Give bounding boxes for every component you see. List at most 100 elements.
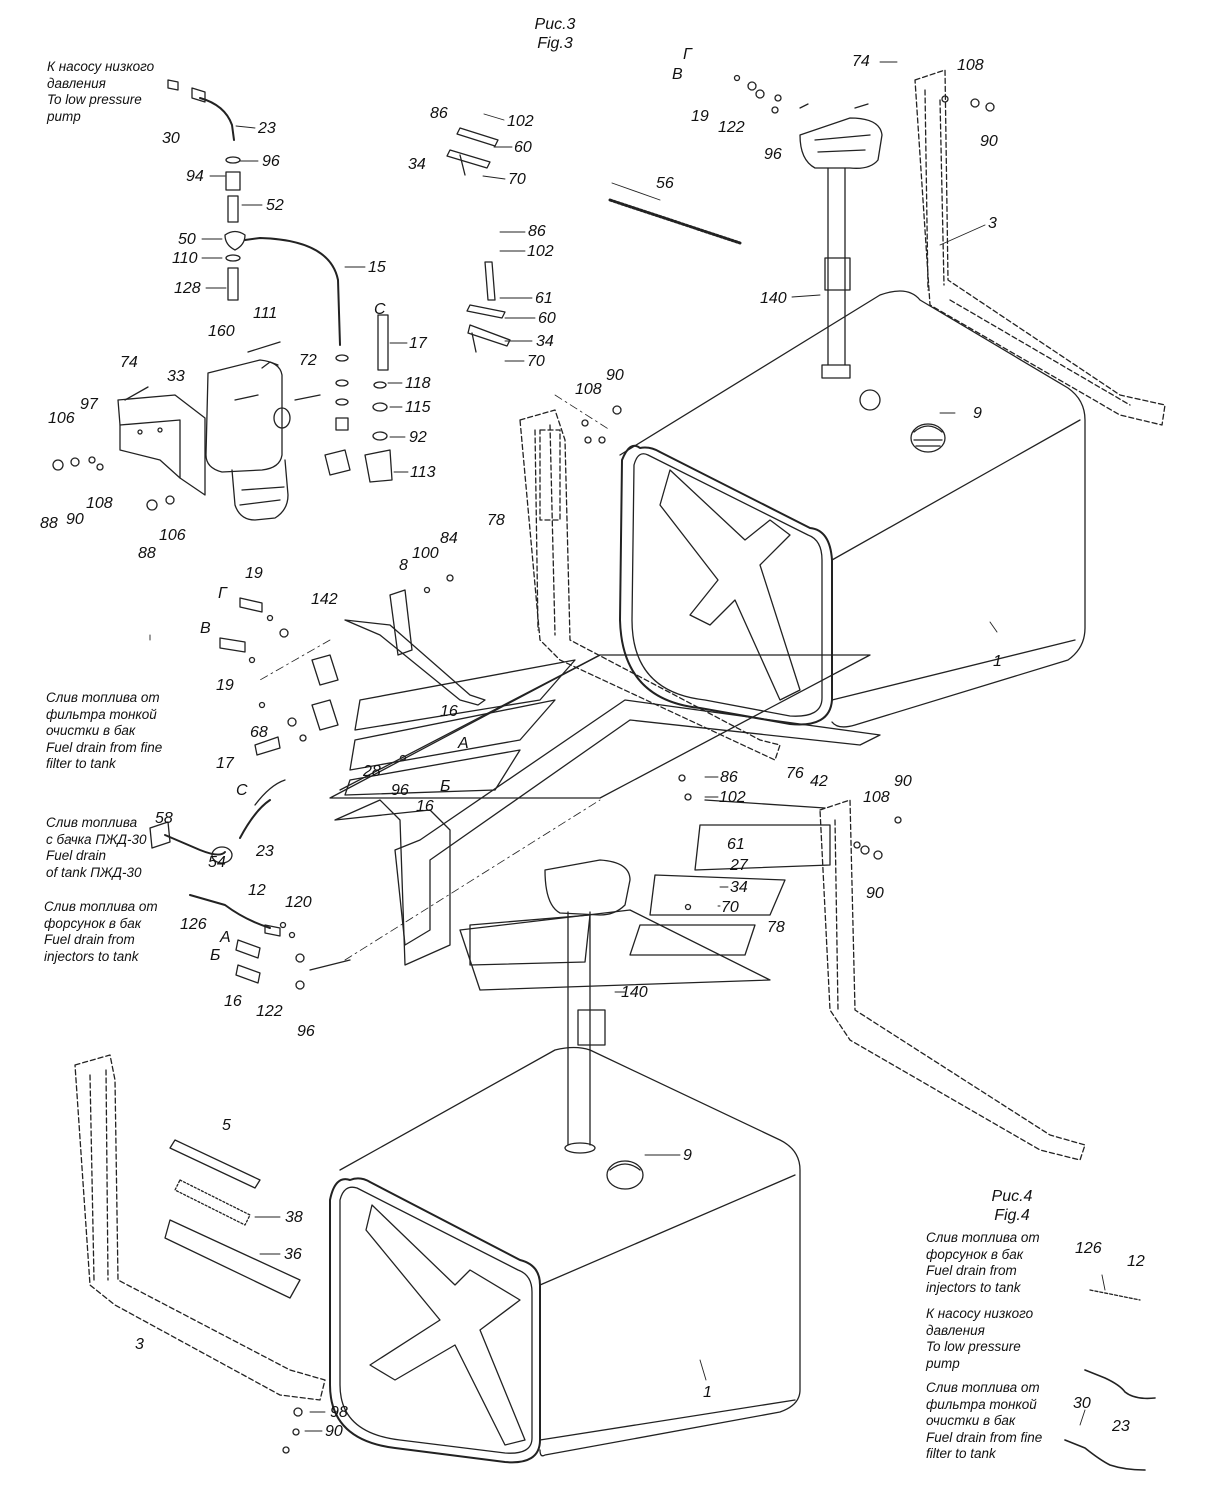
figure-title-3: Рис.3 Fig.3 bbox=[515, 15, 595, 53]
caption-injectors-drain-fig4: Слив топлива от форсунок в бак Fuel drai… bbox=[926, 1230, 1040, 1296]
part-callout: 94 bbox=[186, 168, 204, 185]
fuel-level-sender-upper bbox=[799, 103, 883, 379]
caption-line: Слив топлива от bbox=[926, 1380, 1040, 1395]
caption-line: filter to tank bbox=[926, 1446, 996, 1461]
part-callout: 19 bbox=[216, 677, 234, 694]
figure-title-3-ru: Рис.3 bbox=[534, 16, 576, 33]
part-callout: 16 bbox=[440, 703, 458, 720]
part-callout: Г bbox=[683, 46, 692, 63]
part-callout: 23 bbox=[256, 843, 274, 860]
caption-line: Fuel drain bbox=[46, 848, 107, 863]
caption-line: Fuel drain from bbox=[926, 1263, 1017, 1278]
part-callout: 15 bbox=[368, 259, 386, 276]
part-callout: 27 bbox=[730, 857, 748, 874]
caption-fine-filter-drain-fig4: Слив топлива от фильтра тонкой очистки в… bbox=[926, 1380, 1042, 1463]
caption-line: To low pressure bbox=[926, 1339, 1021, 1354]
part-callout: 30 bbox=[162, 130, 180, 147]
caption-low-pressure-pump-fig4: К насосу низкого давления To low pressur… bbox=[926, 1306, 1033, 1372]
tank-bracket-upper-right bbox=[914, 69, 1166, 426]
part-callout: 126 bbox=[1075, 1240, 1102, 1257]
fig4-fittings bbox=[1064, 1289, 1156, 1471]
part-callout: 38 bbox=[285, 1209, 303, 1226]
part-callout: 126 bbox=[180, 916, 207, 933]
part-callout: 96 bbox=[391, 782, 409, 799]
part-callout: C bbox=[236, 782, 248, 799]
caption-line: pump bbox=[47, 108, 81, 124]
part-callout: 34 bbox=[730, 879, 748, 896]
part-callout: 70 bbox=[508, 171, 526, 188]
part-callout: 88 bbox=[40, 515, 58, 532]
centerlines bbox=[259, 394, 611, 961]
part-callout: 1 bbox=[703, 1384, 712, 1401]
part-callout: 100 bbox=[412, 545, 439, 562]
part-callout: Б bbox=[440, 778, 451, 795]
part-callout: 96 bbox=[262, 153, 280, 170]
part-callout: 60 bbox=[538, 310, 556, 327]
fuel-level-sender-lower bbox=[544, 859, 631, 1154]
part-callout: 108 bbox=[575, 381, 602, 398]
caption-line: of tank ПЖД-30 bbox=[46, 864, 142, 880]
straps-lower bbox=[164, 1139, 301, 1299]
part-callout: 142 bbox=[311, 591, 338, 608]
caption-low-pressure-pump: К насосу низкого давления To low pressur… bbox=[47, 59, 154, 125]
part-callout: 23 bbox=[1112, 1418, 1130, 1435]
part-callout: 17 bbox=[216, 755, 234, 772]
part-callout: 54 bbox=[208, 854, 226, 871]
pipe-chain-filter bbox=[167, 79, 393, 483]
part-callout: 50 bbox=[178, 231, 196, 248]
part-callout: 19 bbox=[245, 565, 263, 582]
part-callout: 68 bbox=[250, 724, 268, 741]
caption-line: форсунок в бак bbox=[44, 915, 142, 931]
part-callout: 17 bbox=[409, 335, 427, 352]
part-callout: 30 bbox=[1073, 1395, 1091, 1412]
caption-pzhd-tank-drain: Слив топлива с бачка ПЖД-30 Fuel drain o… bbox=[46, 815, 147, 881]
part-callout: В bbox=[200, 620, 211, 637]
part-callout: 102 bbox=[507, 113, 534, 130]
caption-line: Слив топлива от bbox=[926, 1230, 1040, 1245]
part-callout: 33 bbox=[167, 368, 185, 385]
part-callout: 96 bbox=[764, 146, 782, 163]
part-callout: 78 bbox=[767, 919, 785, 936]
part-callout: 115 bbox=[405, 399, 431, 416]
part-callout: 90 bbox=[325, 1423, 343, 1440]
part-callout: 122 bbox=[256, 1003, 283, 1020]
filter-mounting-hardware bbox=[52, 386, 175, 511]
part-callout: 84 bbox=[440, 530, 458, 547]
caption-line: давления bbox=[926, 1322, 985, 1338]
part-callout: 9 bbox=[973, 405, 982, 422]
caption-line: Слив топлива bbox=[46, 815, 138, 830]
part-callout: 111 bbox=[253, 305, 278, 322]
part-callout: 140 bbox=[760, 290, 787, 307]
part-callout: 102 bbox=[527, 243, 554, 260]
part-callout: 106 bbox=[48, 410, 75, 427]
part-callout: 9 bbox=[683, 1147, 692, 1164]
part-callout: 90 bbox=[66, 511, 84, 528]
part-callout: 140 bbox=[621, 984, 648, 1001]
part-callout: 90 bbox=[894, 773, 912, 790]
part-callout: 128 bbox=[174, 280, 201, 297]
part-callout: 90 bbox=[606, 367, 624, 384]
part-callout: В bbox=[672, 66, 683, 83]
caption-line: К насосу низкого bbox=[926, 1306, 1034, 1321]
part-callout: Б bbox=[210, 947, 221, 964]
part-callout: 96 bbox=[297, 1023, 315, 1040]
part-callout: 28 bbox=[363, 763, 381, 780]
figure-title-3-en: Fig.3 bbox=[537, 35, 573, 52]
part-callout: 78 bbox=[487, 512, 505, 529]
part-callout: 108 bbox=[863, 789, 890, 806]
part-callout: А bbox=[220, 929, 231, 946]
fine-filter-assembly bbox=[205, 359, 291, 521]
caption-fine-filter-drain: Слив топлива от фильтра тонкой очистки в… bbox=[46, 690, 162, 773]
part-callout: А bbox=[458, 735, 469, 752]
caption-line: Слив топлива от bbox=[46, 690, 160, 705]
part-callout: 97 bbox=[80, 396, 98, 413]
part-callout: 19 bbox=[691, 108, 709, 125]
part-callout: 160 bbox=[208, 323, 235, 340]
part-callout: 70 bbox=[527, 353, 545, 370]
leader-lines bbox=[149, 61, 1106, 1432]
part-callout: 86 bbox=[430, 105, 448, 122]
part-callout: 88 bbox=[138, 545, 156, 562]
frame-straps-mid bbox=[334, 699, 881, 991]
part-callout: 42 bbox=[810, 773, 828, 790]
caption-line: фильтра тонкой bbox=[46, 706, 157, 722]
